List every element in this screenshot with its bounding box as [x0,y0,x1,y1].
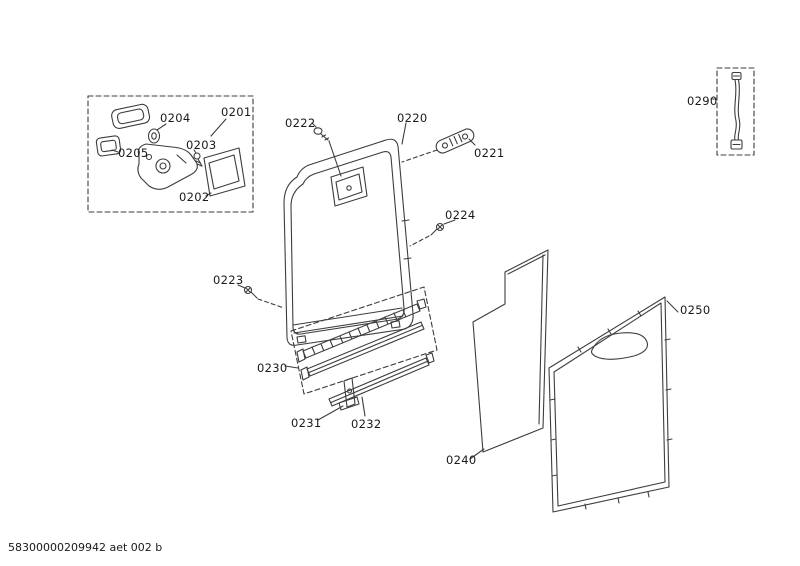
leader-line-0205 [111,149,119,153]
part-0250-outer-door-panel [548,296,673,513]
part-0205-cover [95,135,122,157]
leader-line-0250 [666,300,679,313]
part-label-0220: 0220 [397,111,428,125]
leader-line-0204 [156,123,167,131]
part-label-0290: 0290 [687,94,718,108]
part-0224-screw [430,222,445,236]
leader-line-0230 [284,365,299,369]
part-0223-screw [243,285,258,299]
attach-line-0224 [409,235,430,247]
leader-line-0223 [237,284,246,289]
assembly-0290-boundary-box [716,67,755,156]
attach-line-0221 [401,149,438,163]
part-label-0202: 0202 [179,190,210,204]
leader-line-0220 [401,122,407,145]
attach-line-0222 [328,140,342,177]
leader-line-0224 [443,219,456,225]
drawing-number: 58300000209942 aet 002 b [8,541,163,554]
part-0221-hinge-lever [435,128,475,154]
part-0222-screw [313,127,330,141]
attach-line-0223 [257,298,285,309]
part-0220-inner-door-panel [283,138,414,346]
assembly-0201-boundary-box [87,95,254,213]
part-label-0240: 0240 [446,453,477,467]
hinge-bracket-part [137,143,198,190]
part-label-0221: 0221 [474,146,505,160]
leader-line-0240 [469,448,485,460]
part-label-0224: 0224 [445,208,476,222]
part-label-0223: 0223 [213,273,244,287]
part-label-0250: 0250 [680,303,711,317]
part-label-0230: 0230 [257,361,288,375]
part-label-0205: 0205 [118,146,149,160]
part-0290-door-cable [730,71,743,150]
part-0240-door-reinforcement-panel [472,249,549,453]
leader-line-0231 [317,405,344,421]
leader-line-0232 [361,396,366,417]
part-0232-rail [328,352,435,407]
part-label-0231: 0231 [291,416,322,430]
leader-line-0203 [193,149,197,154]
leader-line-0202 [205,192,212,197]
part-label-0232: 0232 [351,417,382,431]
assembly-0230-boundary-box [290,286,438,395]
part-label-0222: 0222 [285,116,316,130]
part-label-0203: 0203 [186,138,217,152]
part-label-0204: 0204 [160,111,191,125]
leader-line-0222 [311,122,317,128]
assembly-0230-rails [290,286,438,395]
leader-line-0221 [468,138,476,146]
part-0202-frame [203,147,246,197]
cover-plate-part [111,103,151,129]
leader-line-0201 [210,118,227,137]
part-0204-grommet [147,128,161,144]
part-label-0201: 0201 [221,105,252,119]
part-0203-screw [193,152,203,167]
